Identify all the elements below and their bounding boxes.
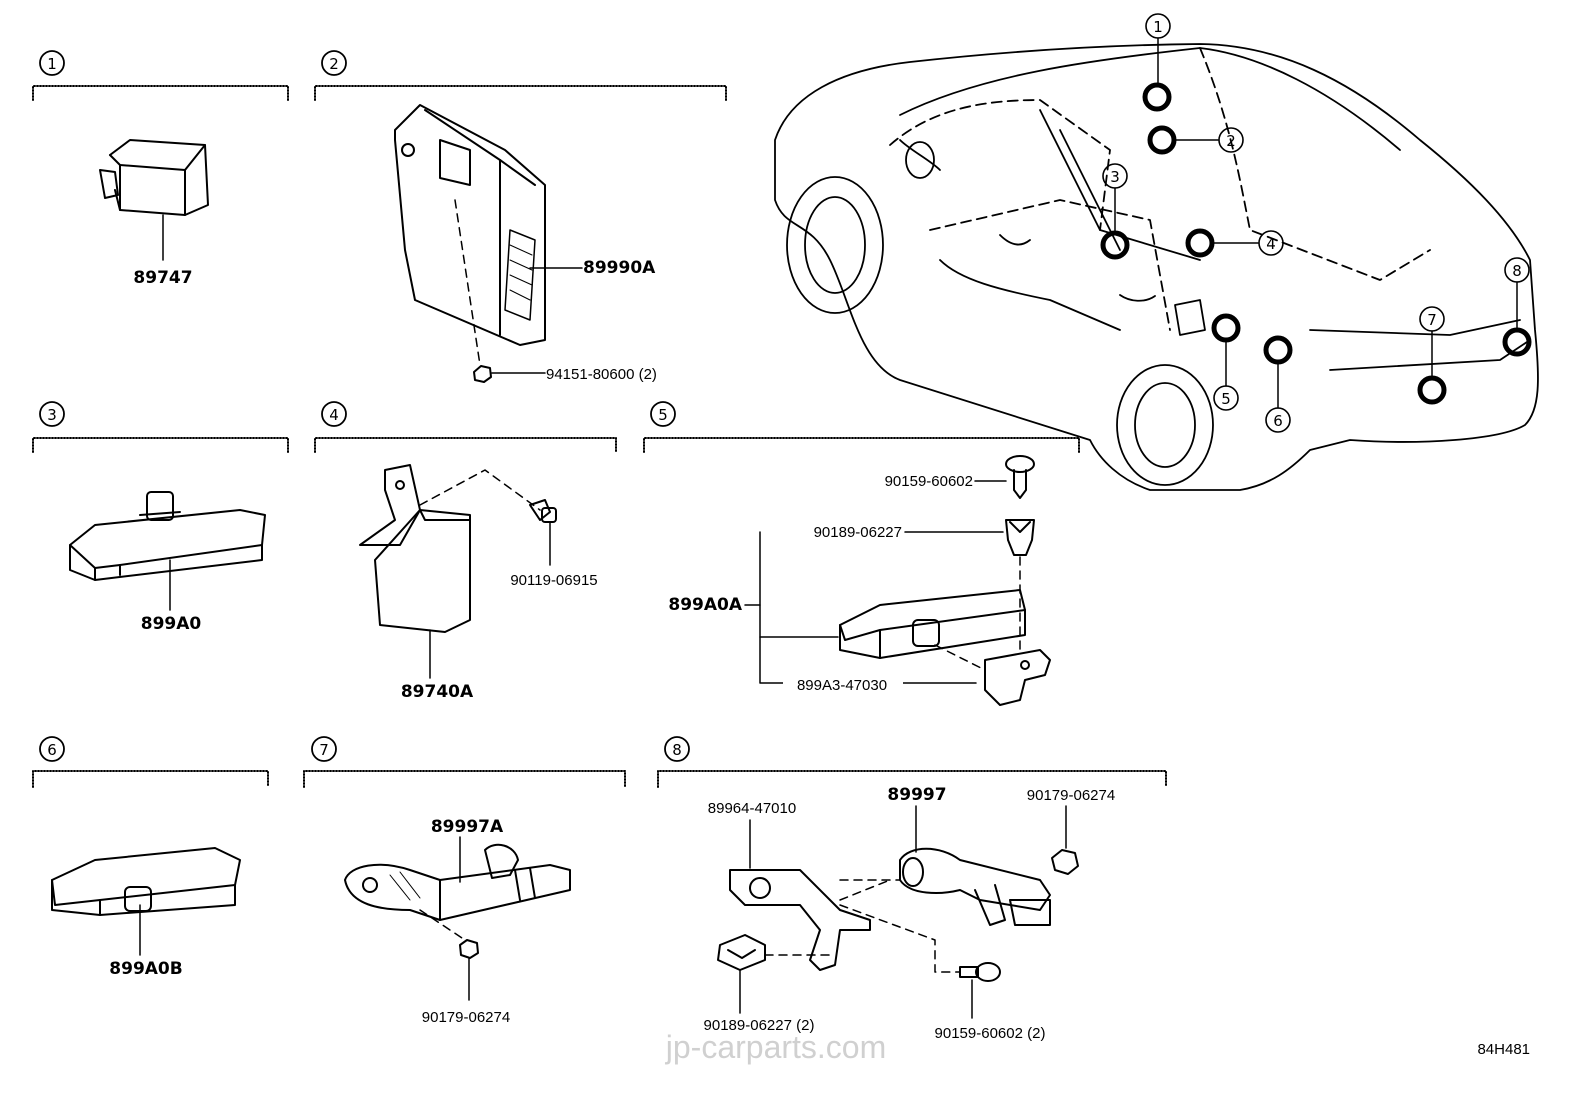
group-3-number: 3 bbox=[47, 406, 57, 424]
vehicle-callouts: 1 2 3 4 5 6 7 8 bbox=[1100, 13, 1532, 433]
part-90189-06227-label[interactable]: 90189-06227 bbox=[814, 524, 902, 541]
part-89997-label[interactable]: 89997 bbox=[887, 785, 946, 805]
callout-8: 8 bbox=[1512, 262, 1522, 280]
watermark: jp-carparts.com bbox=[665, 1029, 887, 1065]
ecu-89990A-part[interactable] bbox=[394, 104, 546, 346]
group-7-number: 7 bbox=[319, 741, 329, 759]
bracket-899A3-part[interactable] bbox=[984, 649, 1051, 706]
location-marker-6[interactable] bbox=[1263, 335, 1293, 365]
antenna-899A0A-part[interactable] bbox=[839, 589, 1026, 659]
sensor-89997A-part[interactable] bbox=[344, 843, 571, 921]
callout-4: 4 bbox=[1266, 235, 1276, 253]
part-89997A-label[interactable]: 89997A bbox=[431, 817, 504, 837]
part-90159-60602-label-g8[interactable]: 90159-60602 (2) bbox=[935, 1025, 1046, 1042]
group-7: 7 89997A 90179-06274 bbox=[303, 736, 626, 1026]
group-3: 3 899A0 bbox=[32, 401, 289, 634]
location-marker-4[interactable] bbox=[1185, 228, 1215, 258]
nut-90179-part[interactable] bbox=[459, 939, 479, 959]
part-89990A-label[interactable]: 89990A bbox=[583, 258, 656, 278]
screw-90119-part[interactable] bbox=[529, 499, 557, 523]
part-899A3-47030-label[interactable]: 899A3-47030 bbox=[797, 677, 887, 694]
group-5: 5 90159-60602 90189-06227 899A0A bbox=[643, 401, 1080, 706]
location-marker-1[interactable] bbox=[1142, 82, 1172, 112]
callout-6: 6 bbox=[1273, 412, 1283, 430]
group-5-number: 5 bbox=[658, 406, 668, 424]
group-2-number: 2 bbox=[329, 55, 339, 73]
module-89740A-part[interactable] bbox=[359, 464, 471, 633]
part-90179-06274-label-g7[interactable]: 90179-06274 bbox=[422, 1009, 510, 1026]
location-marker-2[interactable] bbox=[1147, 125, 1177, 155]
part-94151-80600-label[interactable]: 94151-80600 (2) bbox=[546, 366, 657, 383]
clip-90189-part[interactable] bbox=[1005, 519, 1035, 556]
location-marker-7[interactable] bbox=[1417, 375, 1447, 405]
callout-2: 2 bbox=[1226, 132, 1236, 150]
antenna-899A0B-part[interactable] bbox=[51, 847, 241, 916]
bolt-90159-part[interactable] bbox=[1005, 455, 1035, 499]
part-89740A-label[interactable]: 89740A bbox=[401, 682, 474, 702]
part-899A0-label[interactable]: 899A0 bbox=[141, 614, 202, 634]
bracket-89964-part[interactable] bbox=[729, 869, 871, 971]
part-90159-60602-label[interactable]: 90159-60602 bbox=[885, 473, 973, 490]
callout-7: 7 bbox=[1427, 311, 1437, 329]
group-1: 1 89747 bbox=[32, 50, 289, 288]
callout-5: 5 bbox=[1221, 390, 1231, 408]
part-89964-47010-label[interactable]: 89964-47010 bbox=[708, 800, 796, 817]
antenna-899A0-part[interactable] bbox=[69, 491, 266, 581]
location-marker-3[interactable] bbox=[1100, 230, 1130, 260]
group-8: 8 89964-47010 89997 90179-06274 90189-06… bbox=[657, 736, 1167, 1042]
callout-1: 1 bbox=[1153, 18, 1163, 36]
part-90179-06274-label-g8[interactable]: 90179-06274 bbox=[1027, 787, 1115, 804]
nut-94151-part[interactable] bbox=[473, 365, 492, 383]
part-89747-label[interactable]: 89747 bbox=[133, 268, 192, 288]
diagram-code: 84H481 bbox=[1477, 1041, 1530, 1058]
clip-90189-part-g8[interactable] bbox=[717, 934, 766, 971]
group-8-number: 8 bbox=[672, 741, 682, 759]
sensor-89997-part[interactable] bbox=[899, 847, 1051, 926]
group-4-number: 4 bbox=[329, 406, 339, 424]
part-899A0B-label[interactable]: 899A0B bbox=[109, 959, 182, 979]
group-2: 2 89990A 94151-80600 (2) bbox=[314, 50, 727, 383]
vehicle-overview bbox=[774, 43, 1539, 491]
nut-90179-part-g8[interactable] bbox=[1051, 849, 1079, 875]
part-899A0A-label[interactable]: 899A0A bbox=[668, 595, 742, 615]
group-6: 6 899A0B bbox=[32, 736, 269, 979]
callout-3: 3 bbox=[1110, 168, 1120, 186]
relay-89747-part[interactable] bbox=[99, 139, 209, 216]
part-90189-06227-label-g8[interactable]: 90189-06227 (2) bbox=[704, 1017, 815, 1034]
group-4: 4 90119-06915 89740A bbox=[314, 401, 617, 702]
part-90119-06915-label[interactable]: 90119-06915 bbox=[510, 572, 597, 589]
bolt-90159-part-g8[interactable] bbox=[959, 962, 1001, 982]
group-6-number: 6 bbox=[47, 741, 57, 759]
group-1-number: 1 bbox=[47, 55, 57, 73]
location-marker-5[interactable] bbox=[1211, 313, 1241, 343]
